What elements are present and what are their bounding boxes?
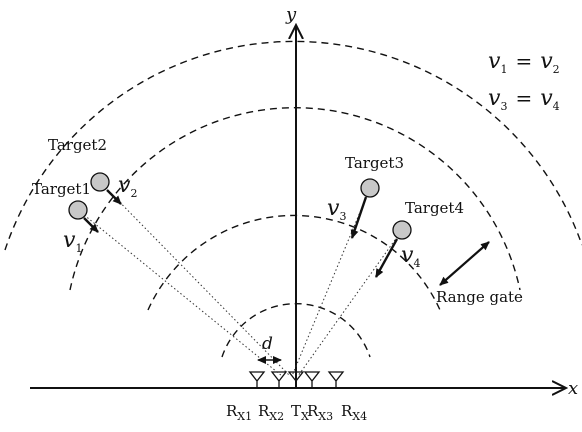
target-4-marker bbox=[392, 220, 412, 240]
antenna-rx1 bbox=[248, 371, 266, 388]
target-1-marker bbox=[68, 200, 88, 220]
target-4-velocity-arrow bbox=[374, 238, 399, 278]
antenna-label-rx3: RX3 bbox=[307, 402, 333, 423]
target-2-velocity: v2 bbox=[118, 173, 137, 200]
x-axis-label: x bbox=[568, 378, 578, 399]
antenna-label-tx: TX bbox=[291, 402, 309, 423]
antenna-label-rx4: RX4 bbox=[341, 402, 367, 423]
target-2-velocity-arrow bbox=[106, 189, 122, 205]
target-1: Target1 v1 bbox=[32, 180, 99, 255]
target-3-label: Target3 bbox=[345, 154, 404, 172]
target-2: Target2 v2 bbox=[48, 136, 137, 205]
antenna-rx4 bbox=[327, 371, 345, 388]
antenna-tx bbox=[287, 371, 305, 388]
target-4-label: Target4 bbox=[405, 199, 464, 217]
antenna-rx2 bbox=[270, 371, 288, 388]
target-1-velocity-arrow bbox=[83, 217, 99, 233]
equation-2: v3=v4 bbox=[488, 86, 560, 113]
target-3-velocity-arrow bbox=[350, 196, 368, 239]
range-arc-2 bbox=[147, 214, 441, 311]
target-2-label: Target2 bbox=[48, 136, 107, 154]
spacing-label: d bbox=[262, 334, 273, 354]
antenna-label-rx1: RX1 bbox=[226, 402, 252, 423]
range-gate-arrow bbox=[439, 241, 490, 286]
target-4-velocity: v4 bbox=[401, 243, 420, 270]
velocity-equations: v1=v2 v3=v4 bbox=[488, 49, 560, 113]
equation-1: v1=v2 bbox=[488, 49, 560, 76]
target-1-velocity: v1 bbox=[63, 228, 82, 255]
antenna-label-rx2: RX2 bbox=[258, 402, 284, 423]
target-3: Target3 v3 bbox=[327, 154, 404, 239]
target-3-velocity: v3 bbox=[327, 196, 346, 223]
y-axis-label: y bbox=[285, 4, 297, 25]
target-2-marker bbox=[90, 172, 110, 192]
sight-lines bbox=[77, 181, 403, 377]
antenna-rx3 bbox=[303, 371, 321, 388]
target-4: Target4 v4 bbox=[374, 199, 464, 278]
target-1-label: Target1 bbox=[32, 180, 91, 198]
antenna-labels: RX1 RX2 TX RX3 RX4 bbox=[226, 402, 367, 423]
range-gate-label: Range gate bbox=[436, 288, 523, 306]
target-3-marker bbox=[360, 178, 380, 198]
antenna-array bbox=[248, 371, 345, 388]
range-arc-4 bbox=[4, 40, 582, 251]
